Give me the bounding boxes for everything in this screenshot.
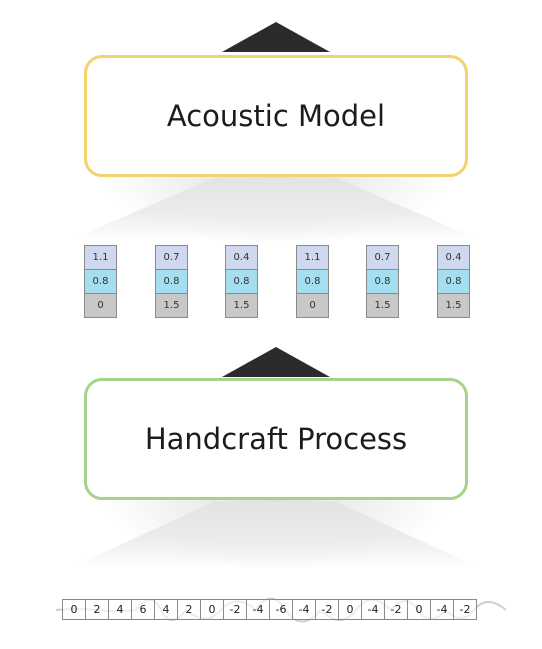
sample-cell: -4 (361, 599, 385, 620)
sample-cell: 0 (407, 599, 431, 620)
feature-cell: 0.7 (366, 245, 399, 270)
arrow-head-middle (222, 347, 330, 377)
feature-cell: 0 (84, 293, 117, 318)
feature-cell: 0.7 (155, 245, 188, 270)
handcraft-process-label: Handcraft Process (144, 422, 408, 456)
sample-cell: 0 (200, 599, 224, 620)
sample-cell: 4 (154, 599, 178, 620)
sample-cell: -2 (223, 599, 247, 620)
sample-cell: 2 (177, 599, 201, 620)
feature-vector-1: 1.1 0.8 0 (84, 245, 117, 318)
feature-vector-4: 1.1 0.8 0 (296, 245, 329, 318)
feature-vector-6: 0.4 0.8 1.5 (437, 245, 470, 318)
acoustic-model-box: Acoustic Model (84, 55, 468, 177)
sample-cell: -2 (453, 599, 477, 620)
feature-cell: 0.8 (366, 269, 399, 294)
feature-cell: 0.8 (155, 269, 188, 294)
arrow-head-top (222, 22, 330, 52)
feature-cell: 1.1 (296, 245, 329, 270)
sample-cell: 0 (62, 599, 86, 620)
feature-cell: 0.8 (296, 269, 329, 294)
sample-cell: -4 (246, 599, 270, 620)
feature-cell: 1.5 (437, 293, 470, 318)
sample-cell: 6 (131, 599, 155, 620)
feature-cell: 0.4 (225, 245, 258, 270)
sample-cell: -4 (430, 599, 454, 620)
feature-cell: 1.1 (84, 245, 117, 270)
sample-cell: 0 (338, 599, 362, 620)
sample-cell: -2 (384, 599, 408, 620)
sample-cell: 2 (85, 599, 109, 620)
handcraft-process-box: Handcraft Process (84, 378, 468, 500)
feature-cell: 0.8 (84, 269, 117, 294)
feature-cell: 1.5 (155, 293, 188, 318)
feature-cell: 0.8 (437, 269, 470, 294)
sample-cell: 4 (108, 599, 132, 620)
sample-cell: -4 (292, 599, 316, 620)
feature-vector-3: 0.4 0.8 1.5 (225, 245, 258, 318)
feature-cell: 0 (296, 293, 329, 318)
acoustic-model-label: Acoustic Model (166, 99, 386, 133)
feature-cell: 1.5 (225, 293, 258, 318)
feature-cell: 0.8 (225, 269, 258, 294)
feature-cell: 0.4 (437, 245, 470, 270)
waveform-samples: 0 2 4 6 4 2 0 -2 -4 -6 -4 -2 0 -4 -2 0 -… (62, 599, 477, 620)
feature-cell: 1.5 (366, 293, 399, 318)
feature-vector-2: 0.7 0.8 1.5 (155, 245, 188, 318)
sample-cell: -6 (269, 599, 293, 620)
sample-cell: -2 (315, 599, 339, 620)
feature-vector-5: 0.7 0.8 1.5 (366, 245, 399, 318)
